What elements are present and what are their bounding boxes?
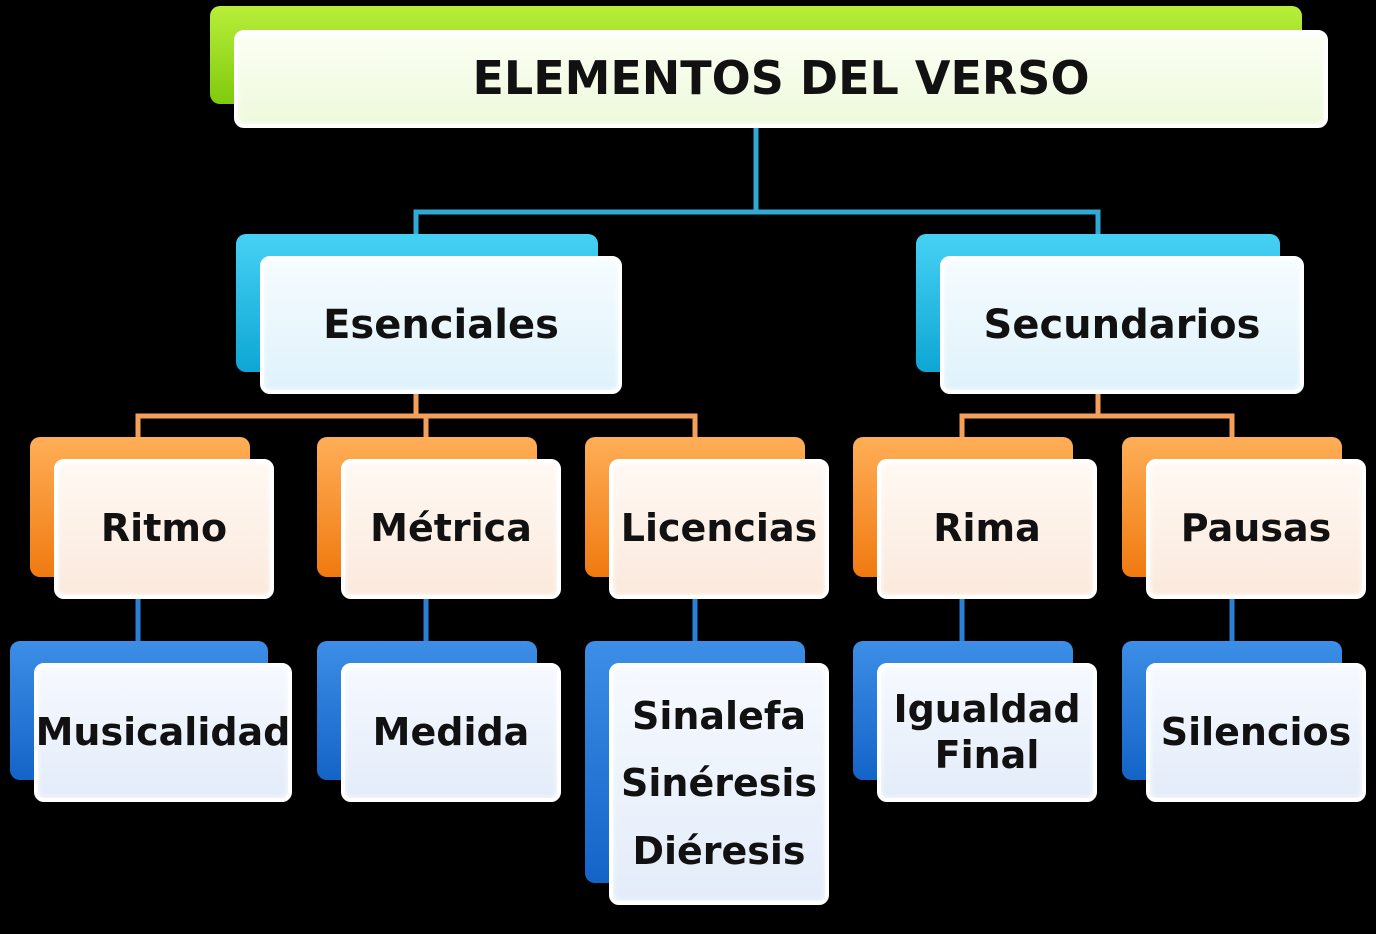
silencios-node: Silencios — [1122, 641, 1366, 802]
root-label: ELEMENTOS DEL VERSO — [472, 51, 1090, 106]
secundarios-label: Secundarios — [983, 302, 1261, 348]
ritmo-label: Ritmo — [100, 506, 228, 551]
licencias-label: Licencias — [620, 506, 818, 551]
sinalefa-label: Sinalefa — [631, 693, 807, 738]
root-node: ELEMENTOS DEL VERSO — [210, 6, 1328, 128]
rima-label: Rima — [933, 506, 1041, 551]
metrica-node: Métrica — [317, 437, 561, 599]
connector-root-branches — [413, 209, 1101, 235]
esenciales-label: Esenciales — [323, 302, 559, 348]
igualdad-label: Igualdad — [893, 686, 1081, 731]
igualdad-final-node: Igualdad Final — [853, 641, 1097, 802]
medida-label: Medida — [372, 709, 530, 754]
metrica-label: Métrica — [370, 506, 532, 551]
musicalidad-node: Musicalidad — [10, 641, 292, 802]
connector-secundarios-branches — [959, 413, 1235, 438]
final-label: Final — [934, 732, 1040, 777]
pausas-node: Pausas — [1122, 437, 1366, 599]
ritmo-node: Ritmo — [30, 437, 274, 599]
dieresis-label: Diéresis — [632, 828, 806, 873]
sineresis-label: Sinéresis — [621, 761, 817, 806]
musicalidad-label: Musicalidad — [35, 709, 291, 754]
silencios-label: Silencios — [1160, 709, 1352, 754]
licencias-detail-node: Sinalefa Sinéresis Diéresis — [585, 641, 829, 905]
secundarios-node: Secundarios — [916, 234, 1304, 394]
esenciales-node: Esenciales — [236, 234, 622, 394]
rima-node: Rima — [853, 437, 1097, 599]
licencias-node: Licencias — [585, 437, 829, 599]
connector-esenciales-branches — [135, 413, 698, 438]
medida-node: Medida — [317, 641, 561, 802]
pausas-label: Pausas — [1180, 506, 1332, 551]
